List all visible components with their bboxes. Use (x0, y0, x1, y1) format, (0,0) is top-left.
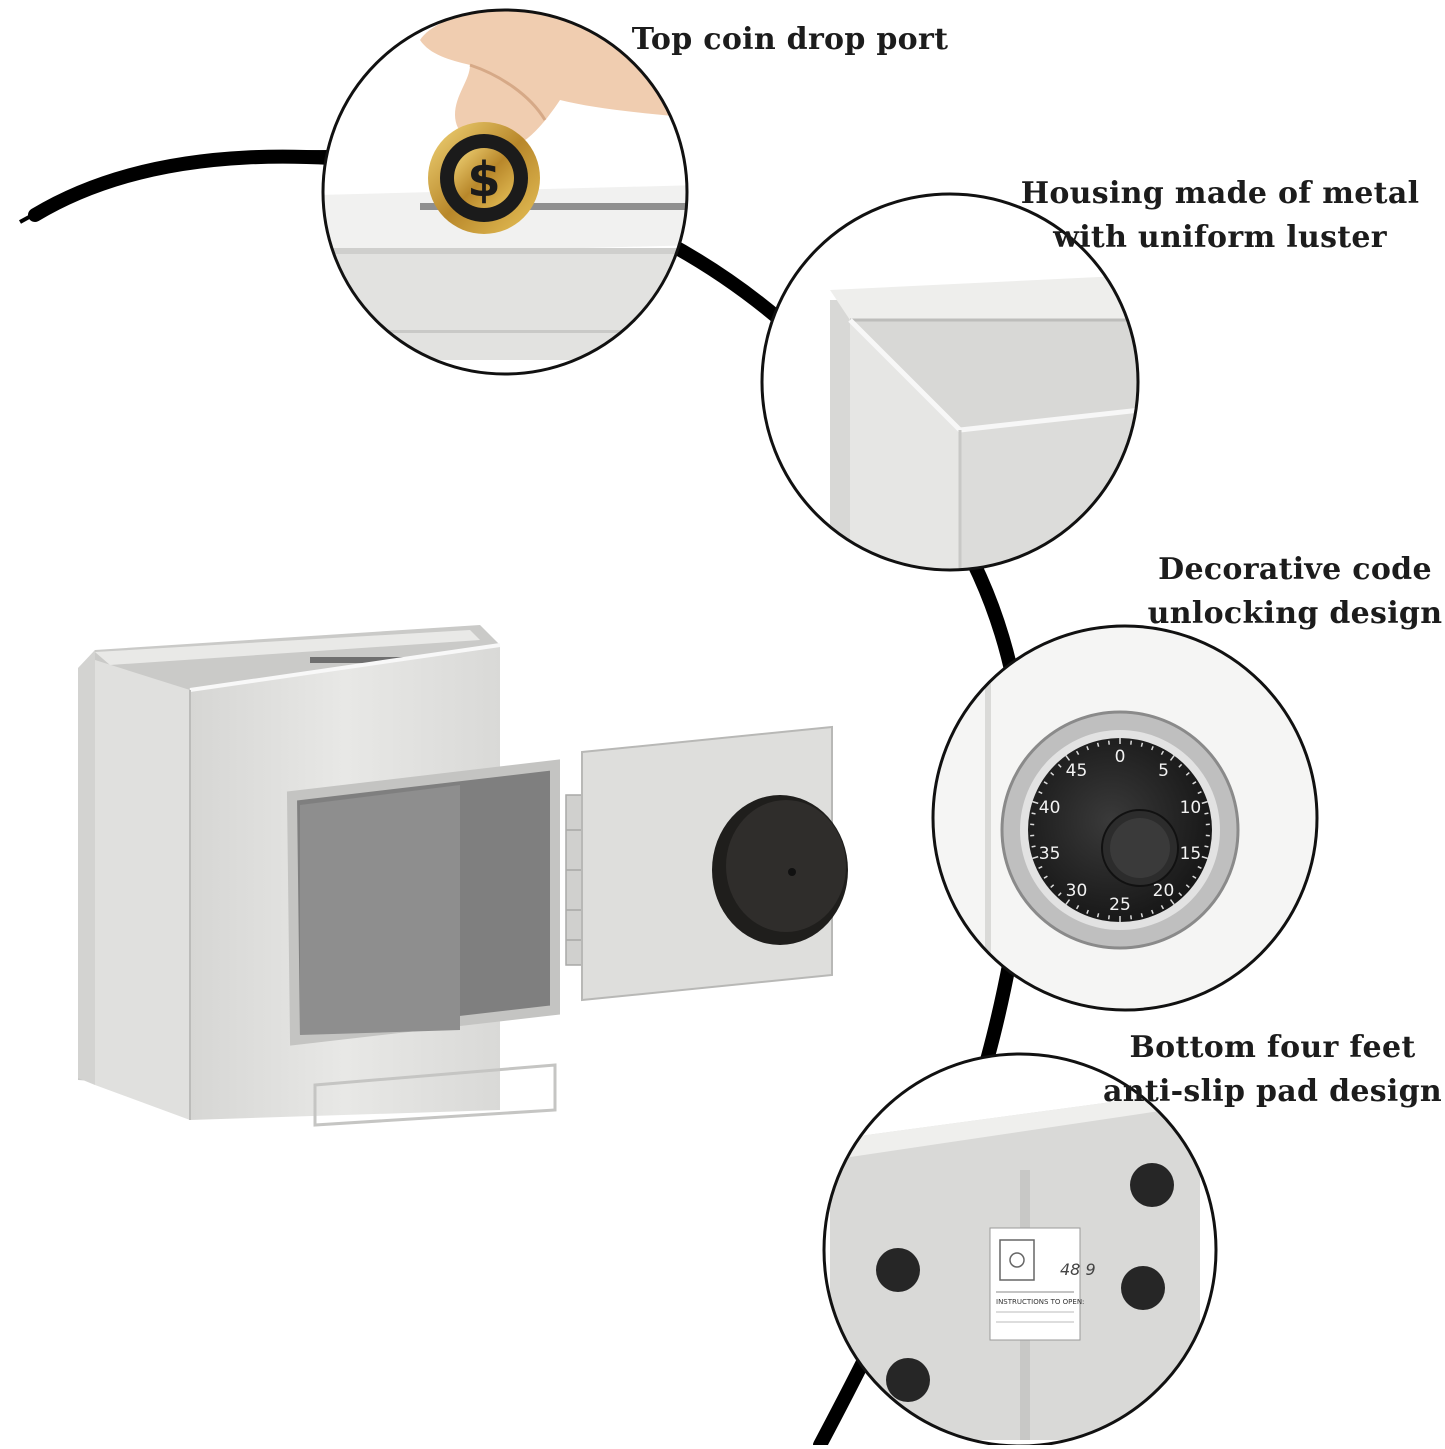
dial-tick (1131, 741, 1132, 745)
dial-number: 45 (1066, 761, 1088, 781)
callout-line: unlocking design (1140, 592, 1445, 636)
dial-number: 40 (1039, 798, 1061, 818)
safe-illustration (78, 625, 848, 1125)
dial-tick (1032, 846, 1036, 847)
instruction-sticker (990, 1228, 1080, 1340)
dial-tick (1109, 915, 1110, 919)
foot-pad-icon (886, 1358, 930, 1402)
foot-pad-icon (876, 1248, 920, 1292)
dial-tick (1131, 915, 1132, 919)
coin-symbol: $ (467, 152, 500, 208)
dial-tick (1141, 913, 1142, 917)
callout-line: with uniform luster (1010, 216, 1430, 260)
dial-tick (1205, 813, 1209, 814)
dial-number: 20 (1153, 881, 1175, 901)
dial-tick (1098, 913, 1099, 917)
dial-number: 15 (1180, 844, 1202, 864)
dial-number: 25 (1109, 895, 1131, 915)
sticker-heading: INSTRUCTIONS TO OPEN: (996, 1298, 1084, 1306)
dial-number: 10 (1180, 798, 1202, 818)
dial-number: 30 (1066, 881, 1088, 901)
callout-line: Bottom four feet (1100, 1026, 1445, 1070)
callout-line: Decorative code (1140, 548, 1445, 592)
dial-number: 5 (1158, 761, 1169, 781)
dial-tick (1205, 846, 1209, 847)
dial-tick (1032, 813, 1036, 814)
foot-pad-icon (1121, 1266, 1165, 1310)
callout-line: Housing made of metal (1010, 172, 1430, 216)
callout-metal-housing: Housing made of metal with uniform luste… (1010, 172, 1430, 260)
callout-line: Top coin drop port (560, 18, 1020, 62)
callout-top-coin-port: Top coin drop port (560, 18, 1020, 62)
callout-anti-slip-feet: Bottom four feet anti-slip pad design (1100, 1026, 1445, 1114)
dial-tick (1141, 743, 1142, 747)
dial-tick (1109, 741, 1110, 745)
callout-code-unlocking: Decorative code unlocking design (1140, 548, 1445, 636)
callout-line: anti-slip pad design (1100, 1070, 1445, 1114)
foot-pad-icon (1130, 1163, 1174, 1207)
dial-tick (1098, 743, 1099, 747)
dial-number: 35 (1039, 844, 1061, 864)
sticker-handwriting: 48 9 (1060, 1260, 1096, 1279)
dial-number: 0 (1115, 747, 1126, 767)
